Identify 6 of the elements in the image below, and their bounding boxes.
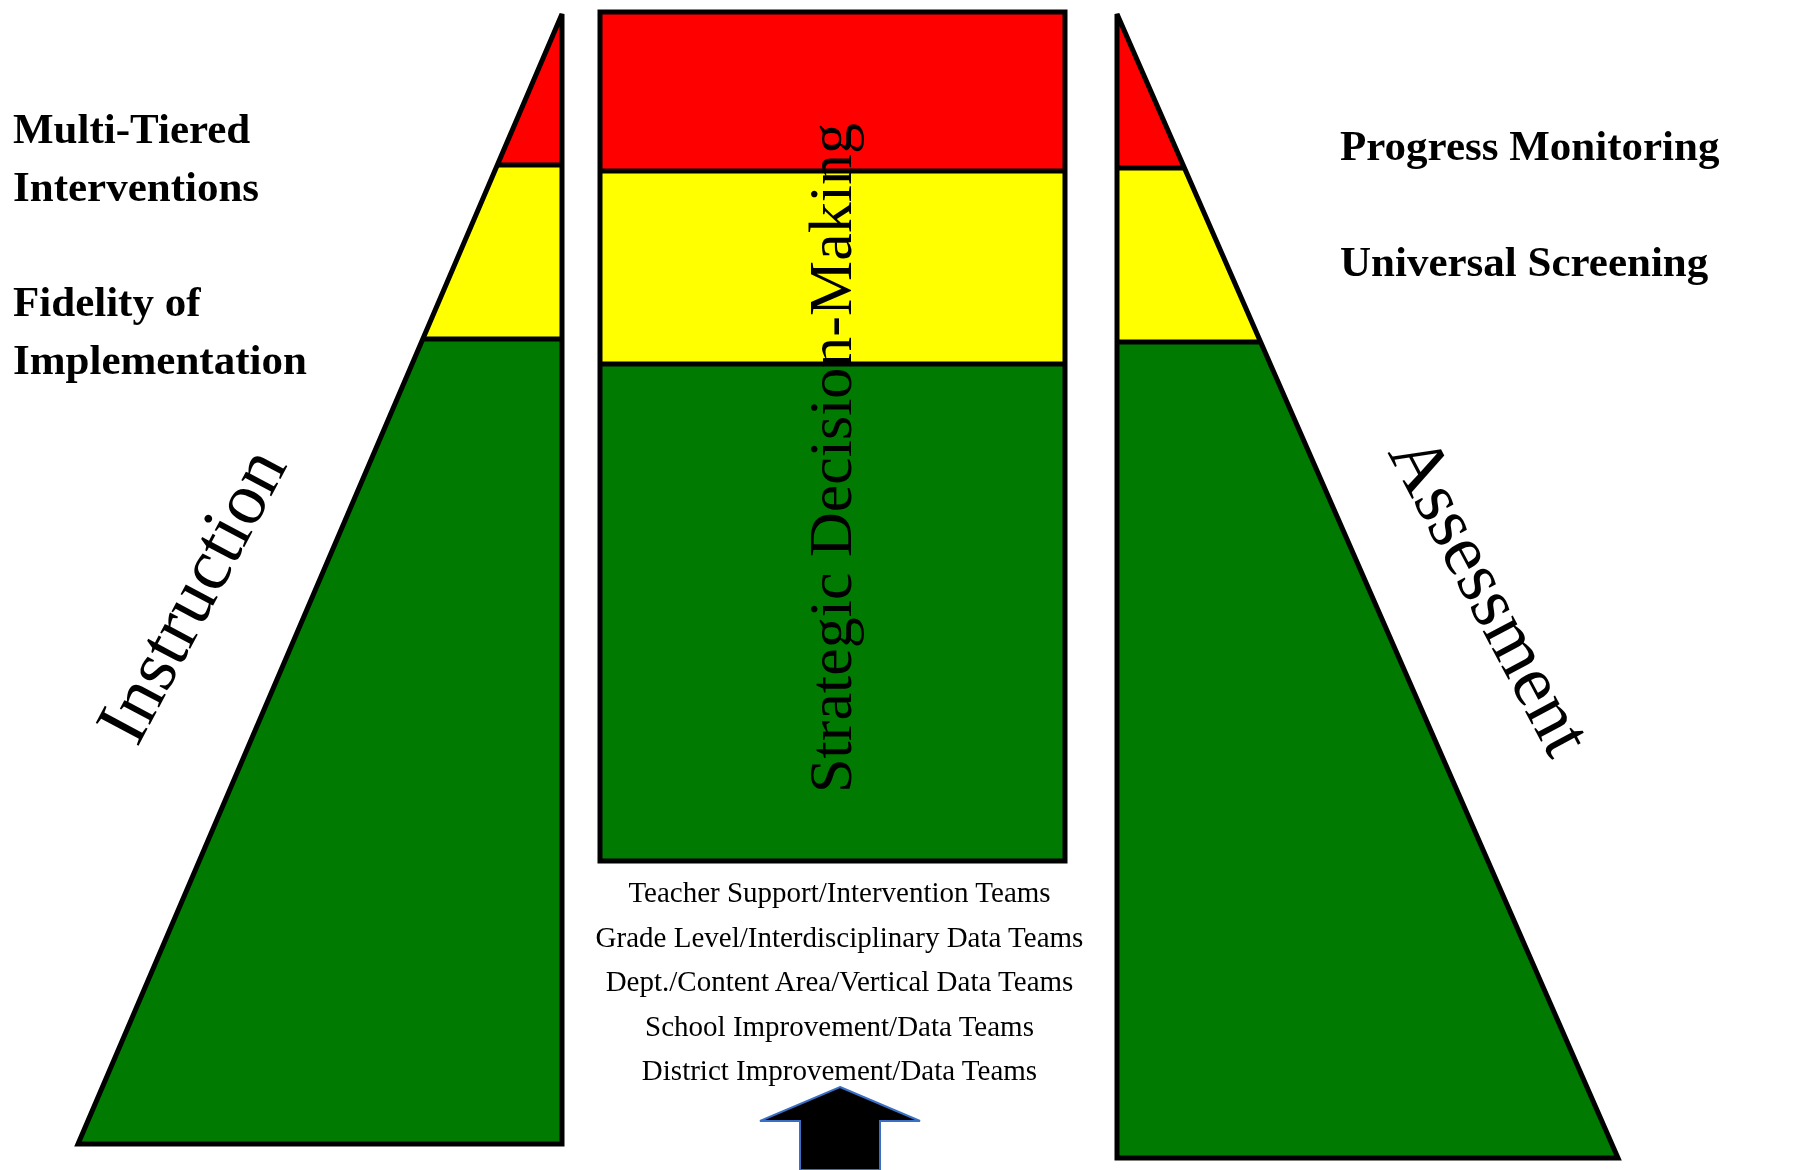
team-label: Dept./Content Area/Vertical Data Teams	[604, 964, 1075, 999]
team-label: District Improvement/Data Teams	[640, 1053, 1039, 1088]
team-label: Grade Level/Interdisciplinary Data Teams	[594, 919, 1085, 955]
team-label: School Improvement/Data Teams	[644, 1008, 1035, 1044]
vertical-heading: Strategic Decision-Making	[794, 123, 865, 793]
team-label: Teacher Support/Intervention Teams	[627, 875, 1052, 910]
